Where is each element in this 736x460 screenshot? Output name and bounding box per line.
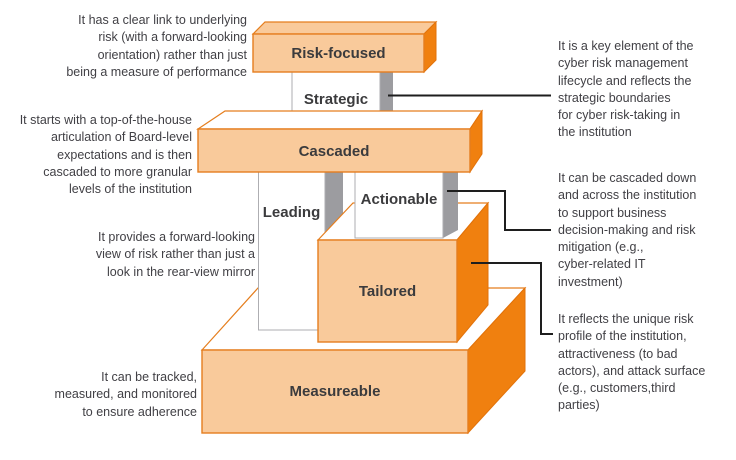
- actionable-annotation: It can be cascaded down and across the i…: [558, 171, 697, 289]
- measureable-label: Measureable: [290, 383, 381, 400]
- measureable-front-face: [201, 349, 469, 434]
- leading-annotation: It provides a forward-looking view of ri…: [95, 230, 255, 279]
- leading-pillar-front: [258, 171, 326, 331]
- actionable-label: Actionable: [361, 191, 438, 208]
- actionable-pillar-front: [354, 171, 444, 239]
- cascaded-annotation: It starts with a top-of-the-house articu…: [19, 113, 192, 197]
- strategic-label: Strategic: [304, 91, 368, 108]
- risk-focused-annotation: It has a clear link to underlying risk (…: [66, 13, 247, 79]
- tailored-annotation: It reflects the unique risk profile of t…: [558, 312, 706, 413]
- measureable-annotation: It can be tracked, measured, and monitor…: [54, 370, 197, 419]
- cascaded-top-face: [196, 110, 484, 130]
- risk-focused-label: Risk-focused: [291, 45, 385, 62]
- leading-label: Leading: [263, 204, 321, 221]
- actionable-pillar-side: [443, 164, 458, 238]
- risk-focused-front-face: [252, 33, 425, 73]
- tailored-front-face: [317, 239, 458, 343]
- strategic-annotation: It is a key element of the cyber risk ma…: [558, 39, 694, 140]
- tailored-label: Tailored: [359, 283, 416, 300]
- actionable-connector-line: [447, 190, 551, 231]
- tailored-connector-line: [471, 262, 553, 335]
- cascaded-label: Cascaded: [299, 143, 370, 160]
- cascaded-front-face: [197, 128, 471, 173]
- risk-focused-top-face: [251, 21, 438, 35]
